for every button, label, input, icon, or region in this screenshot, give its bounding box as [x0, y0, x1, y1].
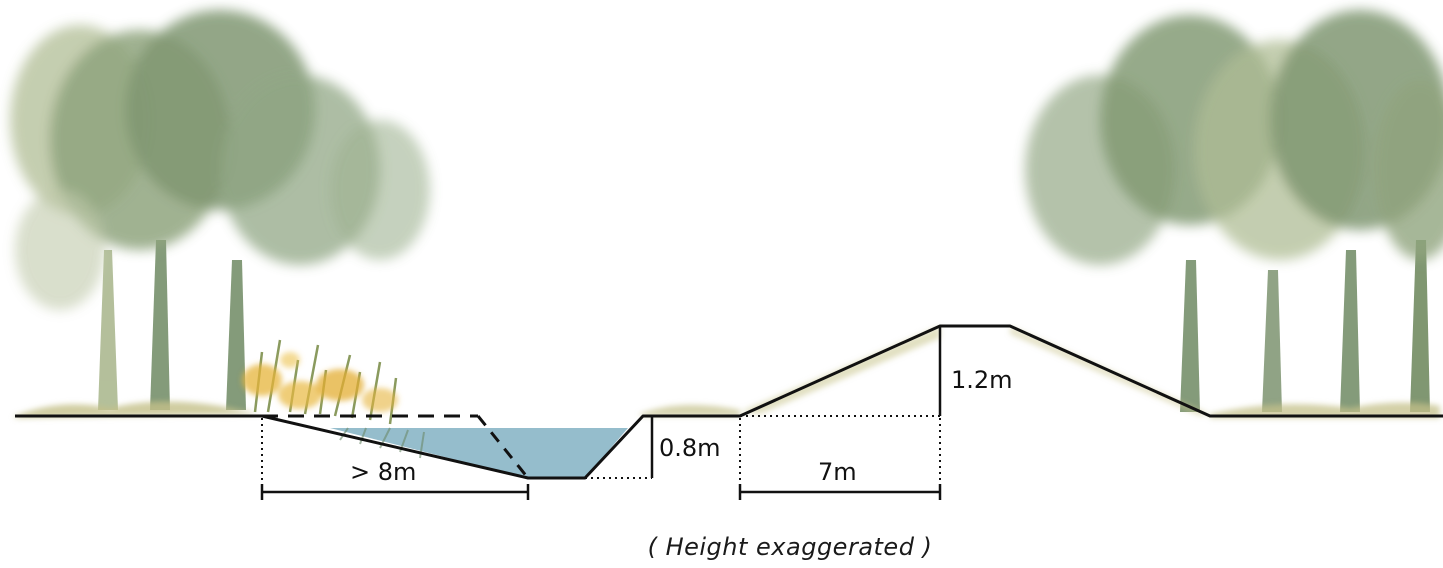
dimension-lines	[260, 326, 942, 500]
tree-trunk	[1410, 240, 1430, 412]
dike-height-label: 1.2m	[951, 366, 1013, 394]
tree-trunk	[1340, 250, 1360, 412]
tree-trunk	[150, 240, 170, 410]
tree-canopy	[15, 190, 105, 310]
ground-profile-left	[15, 324, 1443, 480]
caption: ( Height exaggerated )	[648, 533, 933, 561]
yellow-flowers	[242, 352, 398, 412]
tree-trunk	[1262, 270, 1282, 412]
tree-trunk	[1180, 260, 1200, 412]
tree-trunk	[226, 260, 246, 410]
ditch-depth-label: 0.8m	[659, 434, 721, 462]
tree-canopy	[1375, 80, 1443, 260]
dike-slope-width-label: 7m	[818, 458, 857, 486]
tree-trunk	[98, 250, 118, 410]
reeds	[242, 339, 398, 425]
tree-canopy	[330, 120, 430, 260]
right-trees	[1025, 10, 1443, 412]
original-slope-dashed	[476, 415, 530, 479]
left-trees	[10, 10, 430, 410]
slope-width-label: > 8m	[350, 458, 416, 486]
